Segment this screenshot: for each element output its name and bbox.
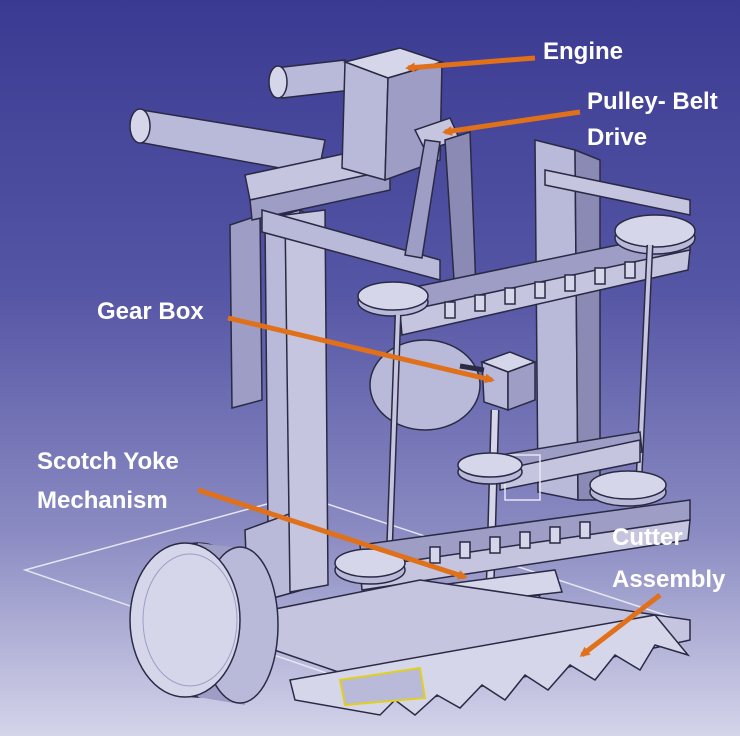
annotation-arrows: [197, 55, 662, 657]
cutter-label-line1: Cutter: [612, 524, 683, 551]
pulley-arrow: [442, 109, 581, 136]
scotch-yoke-label-line2: Mechanism: [37, 487, 168, 514]
middle-pulleys: [457, 431, 667, 507]
pulley-belt-label-line1: Pulley- Belt: [587, 88, 718, 115]
left-frame: [229, 208, 329, 606]
scotch-yoke-label-line1: Scotch Yoke: [37, 448, 179, 475]
gearbox-arrow: [227, 315, 495, 384]
base-plate: [244, 579, 691, 716]
cutter-label-line2: Assembly: [612, 566, 726, 593]
belt-drive: [404, 117, 477, 297]
engine-shafts: [129, 59, 353, 176]
engine-label: Engine: [543, 38, 624, 65]
gearbox-assembly: [359, 244, 654, 671]
cutter-arrow: [579, 593, 662, 657]
scotch-yoke-arrow: [197, 487, 468, 580]
wheel: [129, 542, 279, 705]
gearbox-label: Gear Box: [97, 298, 204, 325]
engine-arrow: [405, 55, 536, 73]
pulley-belt-label-line2: Drive: [587, 124, 648, 151]
upper-cutter-bar: [357, 214, 696, 336]
